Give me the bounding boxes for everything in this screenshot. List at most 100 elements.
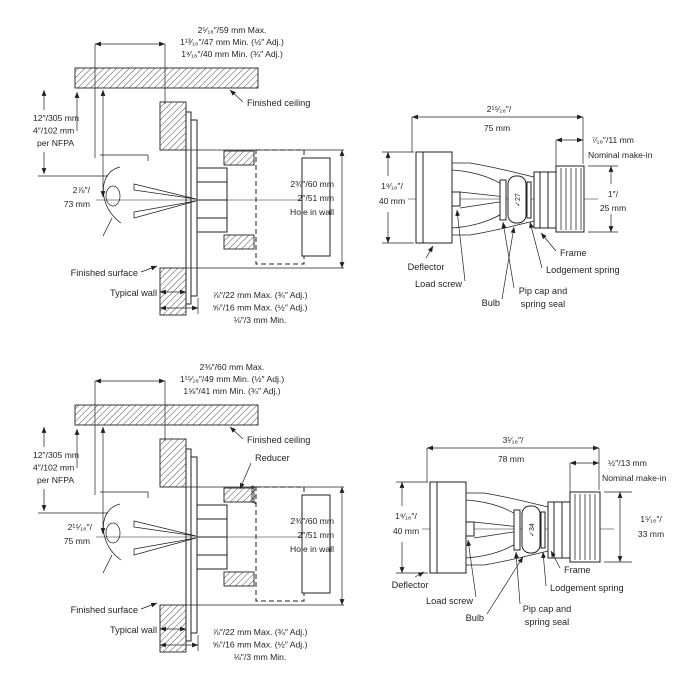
- cover-plate-clip: [100, 491, 149, 574]
- deflector-arms: [96, 183, 302, 219]
- typical-wall-label: Typical wall: [110, 625, 157, 635]
- thread-shape: [555, 165, 585, 233]
- load-screw-shape: [465, 521, 475, 537]
- finished-ceiling-label: Finished ceiling: [247, 435, 310, 445]
- deflheight-mm-label: 40 mm: [393, 526, 419, 536]
- bulb-marking: ✓27: [515, 193, 522, 207]
- hole-inch-label: 2⅜″/60 mm: [290, 179, 334, 189]
- pip-cap-label-1: Pip cap and: [519, 286, 568, 296]
- dim-ceiling-to-centerline: 2⅞″/ 73 mm: [64, 89, 106, 209]
- dim-nfpa-ceiling-distance: 12″/305 mm 4″/102 mm per NFPA: [33, 89, 108, 177]
- offset-mm-label: 73 mm: [64, 199, 90, 209]
- frame-body: [533, 171, 557, 229]
- part-callouts: Deflector Load screw Bulb Pip cap and sp…: [408, 209, 620, 309]
- finished-surface-label: Finished surface: [71, 268, 138, 278]
- dim-cover-adjustment: ⅞″/22 mm Max. (¾″ Adj.) ⅝″/16 mm Max. (½…: [159, 627, 308, 662]
- dim-cover-adjustment: ⅞″/22 mm Max. (¾″ Adj.) ⅝″/16 mm Max. (½…: [159, 290, 308, 325]
- threadheight-inch-label: 1″/: [608, 189, 619, 199]
- finished-ceiling-label: Finished ceiling: [247, 98, 310, 108]
- adj-min-label: ⅛″/3 mm Min.: [234, 652, 287, 662]
- bulb-label: Bulb: [466, 613, 484, 623]
- pip-cap-label-1: Pip cap and: [523, 604, 572, 614]
- adj-max12-label: ⅝″/16 mm Max. (½″ Adj.): [213, 640, 308, 650]
- bulb-label: Bulb: [482, 298, 500, 308]
- dim-thread-height: 1″/ 25 mm: [588, 165, 626, 233]
- dim-ceiling-to-centerline: 2¹⁵⁄₁₆″/ 75 mm: [64, 426, 106, 546]
- dim-make-in: ⁷⁄₁₆″/11 mm Nominal make-in: [555, 135, 653, 168]
- makein-size-label: ½″/13 mm: [608, 458, 647, 468]
- lodgement-spring-label: Lodgement spring: [550, 583, 624, 593]
- dim-min-threequarter-label: 1⅝″/41 mm Min. (¾″ Adj.): [183, 386, 280, 396]
- deflheight-inch-label: 1⁹⁄₁₆″/: [395, 511, 417, 521]
- threadheight-inch-label: 1⁵⁄₁₆″/: [640, 514, 662, 524]
- adj-max34-label: ⅞″/22 mm Max. (¾″ Adj.): [213, 290, 308, 300]
- finished-ceiling-callout: Finished ceiling: [229, 89, 310, 108]
- finished-surface-callout: Finished surface: [71, 602, 158, 615]
- pip-cap-shape: [499, 179, 507, 221]
- dim-deflector-height: 1⁹⁄₁₆″/ 40 mm: [379, 151, 414, 244]
- dim-face-to-wall: 2⁵⁄₁₆″/59 mm Max. 1¹³⁄₁₆″/47 mm Min. (½″…: [94, 25, 284, 158]
- nfpa-4in-label: 4″/102 mm: [33, 126, 74, 136]
- nfpa-per-label: per NFPA: [37, 138, 74, 148]
- sprinkler-side-shape: [408, 151, 598, 244]
- width-inch-label: 3¹⁄₁₆″/: [503, 435, 524, 445]
- dim-min-half-label: 1¹³⁄₁₆″/47 mm Min. (½″ Adj.): [180, 37, 284, 47]
- load-screw-shape: [451, 191, 461, 207]
- bottom-right-sprinkler-view: ✓34 3¹⁄₁₆″/ 78 mm ½″/13 mm Nominal make-…: [392, 435, 667, 627]
- finished-ceiling-hatch: [74, 67, 259, 89]
- lodgement-spring-shape: [526, 181, 532, 219]
- dim-face-to-wall: 2⅜″/60 mm Max. 1¹⁵⁄₁₆″/49 mm Min. (½″ Ad…: [94, 362, 285, 495]
- makein-size-label: ⁷⁄₁₆″/11 mm: [592, 135, 634, 145]
- makein-caption-label: Nominal make-in: [588, 150, 653, 160]
- finished-surface-callout: Finished surface: [71, 265, 158, 278]
- load-screw-label: Load screw: [426, 596, 473, 606]
- pip-cap-shape: [513, 509, 521, 551]
- part-callouts: Deflector Load screw Bulb Pip cap and sp…: [392, 539, 624, 627]
- lodgement-spring-shape: [540, 511, 546, 549]
- width-inch-label: 2¹⁵⁄₁₆″/: [487, 104, 512, 114]
- bottom-left-wall-section-diagram: 2⅜″/60 mm Max. 1¹⁵⁄₁₆″/49 mm Min. (½″ Ad…: [33, 362, 345, 662]
- hole-inch-label: 2⅜″/60 mm: [290, 516, 334, 526]
- frame-label: Frame: [560, 248, 587, 258]
- dim-deflector-height: 1⁹⁄₁₆″/ 40 mm: [393, 481, 428, 574]
- offset-inch-label: 2¹⁵⁄₁₆″/: [68, 522, 93, 532]
- frame-label: Frame: [564, 565, 591, 575]
- dim-max-label: 2⅜″/60 mm Max.: [200, 362, 265, 372]
- threadheight-mm-label: 25 mm: [600, 203, 626, 213]
- deflheight-mm-label: 40 mm: [379, 196, 405, 206]
- dim-min-threequarter-label: 1⁹⁄₁₆″/40 mm Min. (¾″ Adj.): [181, 49, 283, 59]
- deflector-plate: [415, 151, 453, 244]
- sprinkler-side-shape: [422, 481, 614, 574]
- threadheight-mm-label: 33 mm: [638, 529, 664, 539]
- hole-caption-label: Hole in wall: [290, 207, 334, 217]
- adj-max34-label: ⅞″/22 mm Max. (¾″ Adj.): [213, 627, 308, 637]
- typical-wall-callout: Typical wall: [110, 625, 187, 635]
- finished-ceiling-hatch: [74, 404, 259, 426]
- nfpa-per-label: per NFPA: [37, 475, 74, 485]
- deflheight-inch-label: 1⁹⁄₁₆″/: [381, 181, 403, 191]
- frame-body: [547, 501, 571, 559]
- deflector-plate: [429, 481, 467, 574]
- lodgement-spring-label: Lodgement spring: [546, 265, 620, 275]
- finished-ceiling-callout: Finished ceiling: [229, 426, 310, 445]
- nfpa-12in-label: 12″/305 mm: [33, 113, 79, 123]
- load-screw-label: Load screw: [415, 279, 462, 289]
- top-left-wall-section-diagram: 2⁵⁄₁₆″/59 mm Max. 1¹³⁄₁₆″/47 mm Min. (½″…: [33, 25, 345, 325]
- width-mm-label: 78 mm: [498, 454, 524, 464]
- makein-caption-label: Nominal make-in: [602, 473, 667, 483]
- dim-min-half-label: 1¹⁵⁄₁₆″/49 mm Min. (½″ Adj.): [180, 374, 285, 384]
- typical-wall-callout: Typical wall: [110, 288, 187, 298]
- thread-lines: [560, 168, 582, 230]
- hole-mm-label: 2″/51 mm: [298, 193, 334, 203]
- finished-surface-label: Finished surface: [71, 605, 138, 615]
- nfpa-4in-label: 4″/102 mm: [33, 463, 74, 473]
- hole-caption-label: Hole in wall: [290, 544, 334, 554]
- dim-max-label: 2⁵⁄₁₆″/59 mm Max.: [198, 25, 267, 35]
- pip-cap-label-2: spring seal: [525, 617, 569, 627]
- bulb-shape: [521, 505, 541, 554]
- pipe-nipple: [301, 494, 331, 594]
- adj-max12-label: ⅝″/16 mm Max. (½″ Adj.): [213, 303, 308, 313]
- width-mm-label: 75 mm: [484, 123, 510, 133]
